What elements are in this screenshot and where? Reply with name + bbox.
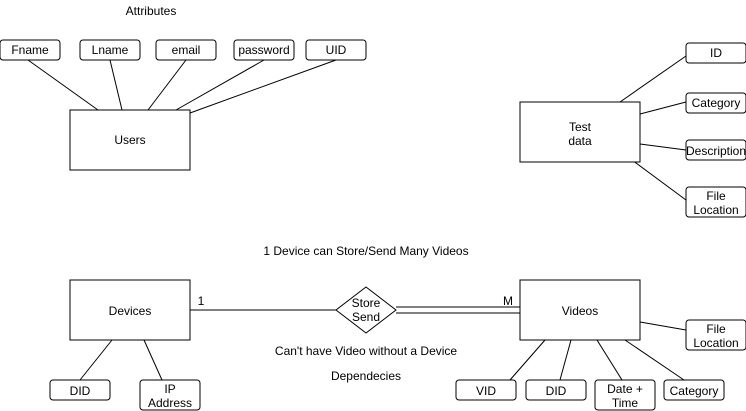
svg-text:Category: Category (692, 96, 741, 110)
svg-text:ID: ID (710, 46, 722, 60)
svg-text:DID: DID (70, 384, 91, 398)
svg-text:Users: Users (114, 133, 145, 147)
svg-text:Address: Address (148, 396, 192, 410)
relationship-caption: 1 Device can Store/Send Many Videos (263, 244, 468, 258)
attribute-did-device: DID (49, 379, 111, 401)
devices-connectors (79, 339, 163, 381)
attribute-vid: VID (455, 379, 517, 401)
svg-text:File: File (706, 189, 726, 203)
attribute-description: Description (685, 139, 746, 161)
svg-text:Time: Time (612, 396, 639, 410)
attribute-id: ID (685, 42, 746, 64)
videos-connectors (509, 321, 687, 381)
svg-text:Location: Location (693, 203, 738, 217)
attribute-password: password (233, 39, 295, 61)
svg-text:IP: IP (164, 382, 175, 396)
attribute-ip-address: IP Address (139, 379, 201, 411)
test-data-connectors (619, 55, 687, 201)
attributes-title: Attributes (126, 4, 177, 18)
attribute-lname: Lname (79, 39, 141, 61)
attribute-category-test: Category (685, 92, 746, 114)
relationship-store-send: Store Send (335, 286, 397, 334)
attribute-uid: UID (305, 39, 367, 61)
attribute-file-location-video: File Location (685, 319, 746, 351)
svg-text:Test: Test (569, 120, 592, 134)
svg-text:Description: Description (686, 144, 746, 158)
svg-text:Devices: Devices (109, 304, 152, 318)
svg-text:email: email (172, 43, 201, 57)
attribute-fname: Fname (0, 39, 61, 61)
entity-devices: Devices (69, 279, 191, 341)
users-connectors (27, 59, 337, 114)
relationship-lines (190, 306, 520, 314)
svg-text:Videos: Videos (562, 304, 598, 318)
cardinality-many: M (503, 294, 513, 308)
svg-text:Lname: Lname (92, 43, 129, 57)
entity-test-data: Test data (519, 101, 641, 163)
svg-text:VID: VID (476, 384, 496, 398)
cardinality-one: 1 (198, 294, 205, 308)
svg-text:Fname: Fname (11, 43, 49, 57)
entity-videos: Videos (519, 279, 641, 341)
note-dependencies: Dependecies (331, 369, 401, 383)
attribute-category-video: Category (663, 379, 725, 401)
attribute-file-location-test: File Location (685, 186, 746, 218)
attribute-date-time: Date + Time (594, 379, 656, 411)
note-dependency: Can't have Video without a Device (275, 344, 458, 358)
svg-text:Send: Send (352, 310, 380, 324)
svg-text:Category: Category (670, 384, 719, 398)
attribute-did-video: DID (525, 379, 587, 401)
svg-text:File: File (706, 322, 726, 336)
attribute-email: email (155, 39, 217, 61)
svg-text:Location: Location (693, 336, 738, 350)
entity-users: Users (69, 109, 191, 171)
svg-text:DID: DID (546, 384, 567, 398)
svg-text:data: data (568, 134, 592, 148)
svg-text:Date +: Date + (607, 382, 643, 396)
svg-text:password: password (238, 43, 289, 57)
svg-text:UID: UID (326, 43, 347, 57)
svg-text:Store: Store (352, 296, 381, 310)
